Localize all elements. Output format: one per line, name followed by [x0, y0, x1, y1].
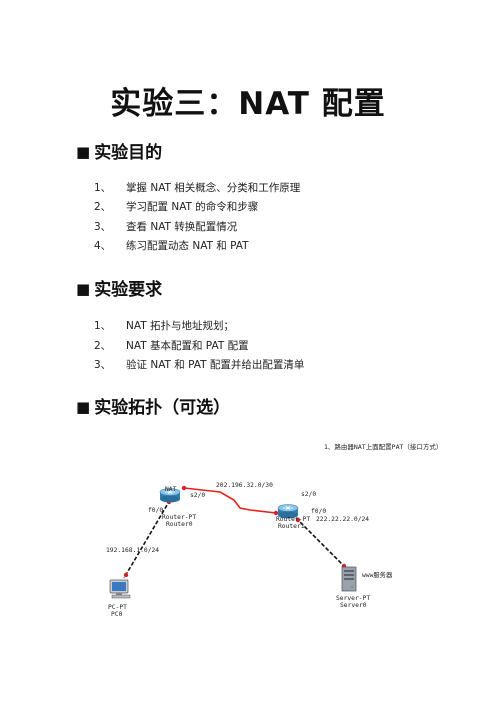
right-lan-label: 222.22.22.0/24 [316, 516, 370, 523]
item-number: 1、 [94, 182, 112, 194]
link-endpoint [181, 485, 187, 491]
router1-serial-port: s2/0 [301, 491, 317, 498]
section-heading-requirements: ■实验要求 [76, 275, 162, 300]
item-number: 2、 [94, 201, 112, 213]
serial-network-label: 202.196.32.0/30 [216, 482, 273, 489]
section-title: 实验目的 [94, 143, 163, 163]
item-text: NAT 基本配置和 PAT 配置 [126, 340, 249, 352]
item-text: 掌握 NAT 相关概念、分类和工作原理 [126, 182, 301, 194]
item-number: 3、 [94, 221, 112, 233]
link-endpoint [123, 572, 129, 578]
section-heading-objectives: ■实验目的 [76, 138, 162, 163]
section-title: 实验拓扑（可选） [94, 398, 231, 418]
router1-name: Router1 [278, 523, 305, 530]
page-title: 实验三：NAT 配置 [110, 86, 386, 122]
router1-lan-port: f0/0 [311, 508, 327, 515]
router0-name: Router0 [166, 521, 193, 528]
item-number: 1、 [94, 320, 112, 332]
server-model: Server-PT [336, 595, 371, 602]
server-role: www服务器 [362, 572, 393, 579]
bullet-square-icon: ■ [76, 398, 91, 416]
section-heading-topology: ■实验拓扑（可选） [76, 393, 230, 418]
router0-model: Router-PT [162, 514, 197, 521]
item-number: 2、 [94, 340, 112, 352]
router-icon [159, 488, 181, 503]
left-lan-label: 192.168.1.0/24 [106, 547, 160, 554]
pc-icon [109, 579, 131, 599]
router0-serial-port: s2/0 [190, 492, 206, 499]
serial-link [183, 487, 277, 514]
link-endpoint [273, 510, 279, 516]
ethernet-link-left [123, 499, 171, 579]
server-icon [341, 566, 357, 592]
router0-tag: NAT [165, 486, 177, 493]
section-title: 实验要求 [94, 280, 163, 300]
bullet-square-icon: ■ [76, 143, 91, 161]
item-text: 验证 NAT 和 PAT 配置并给出配置清单 [126, 359, 305, 371]
pc-model: PC-PT [108, 604, 127, 611]
link-endpoint [295, 517, 301, 523]
server-name: Server0 [340, 602, 367, 609]
item-number: 3、 [94, 359, 112, 371]
item-number: 4、 [94, 240, 112, 252]
router-icon [277, 504, 299, 519]
topology-canvas [109, 485, 357, 599]
router1-model: Router-PT [276, 516, 311, 523]
bullet-square-icon: ■ [76, 280, 91, 298]
topology-note: 1、路由器NAT上面配置PAT（接口方式） [324, 443, 443, 451]
item-text: 学习配置 NAT 的命令和步骤 [126, 201, 259, 213]
network-topology-diagram: 1、路由器NAT上面配置PAT（接口方式） 202.196.32.0/30 NA… [100, 430, 460, 640]
item-text: NAT 拓扑与地址规划； [126, 320, 234, 332]
item-text: 练习配置动态 NAT 和 PAT [126, 240, 249, 252]
router0-lan-port: f0/0 [148, 507, 164, 514]
item-text: 查看 NAT 转换配置情况 [126, 221, 238, 233]
pc-name: PC0 [111, 611, 123, 618]
